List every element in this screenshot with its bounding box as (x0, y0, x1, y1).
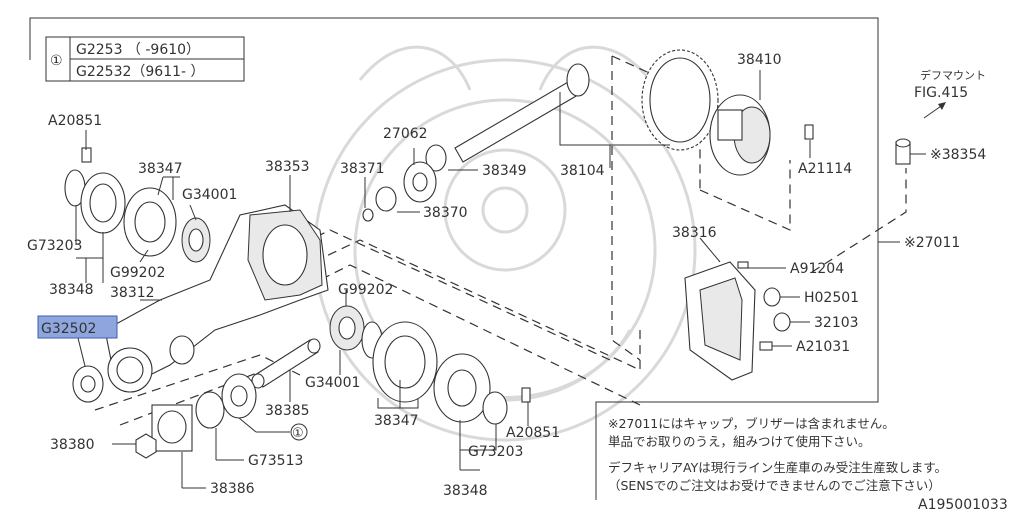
label-27011[interactable]: ※27011 (904, 235, 960, 251)
label-38354[interactable]: ※38354 (930, 147, 986, 163)
note-line-1: ※27011にはキャップ，ブリザーは含まれません。 (608, 416, 895, 431)
legend-row-1: G2253 （ -9610） (76, 42, 200, 58)
highlight-g32502 (37, 315, 118, 339)
lower-bearing-assembly (72, 338, 321, 459)
label-38347-top[interactable]: 38347 (138, 161, 183, 177)
legend-symbol: ① (50, 53, 63, 69)
label-27062[interactable]: 27062 (383, 126, 428, 142)
label-38104[interactable]: 38104 (560, 163, 605, 179)
watermark-emblem (313, 45, 697, 442)
label-a21031[interactable]: A21031 (796, 339, 850, 355)
label-38410[interactable]: 38410 (737, 52, 782, 68)
label-g73513[interactable]: G73513 (248, 453, 303, 469)
label-a20851-top[interactable]: A20851 (48, 113, 102, 129)
label-38348-left[interactable]: 38348 (49, 282, 94, 298)
label-38353[interactable]: 38353 (265, 159, 310, 175)
legend-row-2: G22532（9611- ） (76, 64, 205, 80)
label-a20851-bottom[interactable]: A20851 (506, 425, 560, 441)
label-38386[interactable]: 38386 (210, 481, 255, 497)
label-g73203-left[interactable]: G73203 (27, 238, 82, 254)
part-labels: A20851 38347 G34001 G73203 G99202 38348 … (27, 52, 986, 499)
figure-ref-line1: デフマウント (920, 68, 986, 82)
notes-block: ※27011にはキャップ，ブリザーは含まれません。 単品でお取りのうえ，組みつけ… (608, 416, 947, 493)
label-38380[interactable]: 38380 (50, 437, 95, 453)
label-38347-bottom[interactable]: 38347 (374, 413, 419, 429)
label-38385[interactable]: 38385 (265, 403, 310, 419)
breather-part (895, 138, 911, 165)
label-g34001-mid[interactable]: G34001 (305, 375, 360, 391)
figure-ref-line2: FIG.415 (914, 85, 968, 101)
drawing-number: A195001033 (918, 497, 1008, 512)
label-g32502[interactable]: G32502 (41, 321, 96, 337)
label-g34001-top[interactable]: G34001 (182, 187, 237, 203)
label-a91204[interactable]: A91204 (790, 261, 844, 277)
label-ref-circle[interactable]: ① (292, 426, 304, 441)
label-38370[interactable]: 38370 (423, 205, 468, 221)
label-38371[interactable]: 38371 (340, 161, 385, 177)
right-flange-assembly (329, 305, 531, 425)
label-38348-bottom[interactable]: 38348 (443, 483, 488, 499)
arrow-head-icon (938, 102, 946, 110)
label-g99202-mid[interactable]: G99202 (338, 282, 393, 298)
label-g73203-bottom[interactable]: G73203 (468, 444, 523, 460)
figure-reference: デフマウント FIG.415 (914, 68, 986, 119)
label-a21114[interactable]: A21114 (798, 161, 852, 177)
differential-housing (104, 204, 329, 393)
label-h02501[interactable]: H02501 (804, 290, 859, 306)
note-line-2: 単品でお取りのうえ，組みつけて使用下さい。 (608, 434, 871, 449)
label-32103[interactable]: 32103 (814, 315, 859, 331)
label-38312[interactable]: 38312 (110, 285, 155, 301)
label-38316[interactable]: 38316 (672, 225, 717, 241)
note-line-3: デフキャリアAYは現行ライン生産車のみ受注生産致します。 (608, 460, 947, 475)
ref-circle-outline (290, 423, 308, 441)
pinion-shaft (362, 63, 590, 222)
ring-gear-assembly (641, 49, 814, 176)
leader-lines (75, 70, 926, 489)
rear-cover (684, 261, 791, 381)
label-38349[interactable]: 38349 (482, 163, 527, 179)
note-line-4: （SENSでのご注文はお受けできませんのでご注意下さい） (608, 478, 941, 493)
legend-table: ① G2253 （ -9610） G22532（9611- ） (45, 36, 245, 82)
label-g99202-left[interactable]: G99202 (110, 265, 165, 281)
left-flange-assembly (64, 147, 211, 263)
diagram-frame (29, 17, 879, 500)
assembly-dashed-lines (94, 55, 907, 426)
